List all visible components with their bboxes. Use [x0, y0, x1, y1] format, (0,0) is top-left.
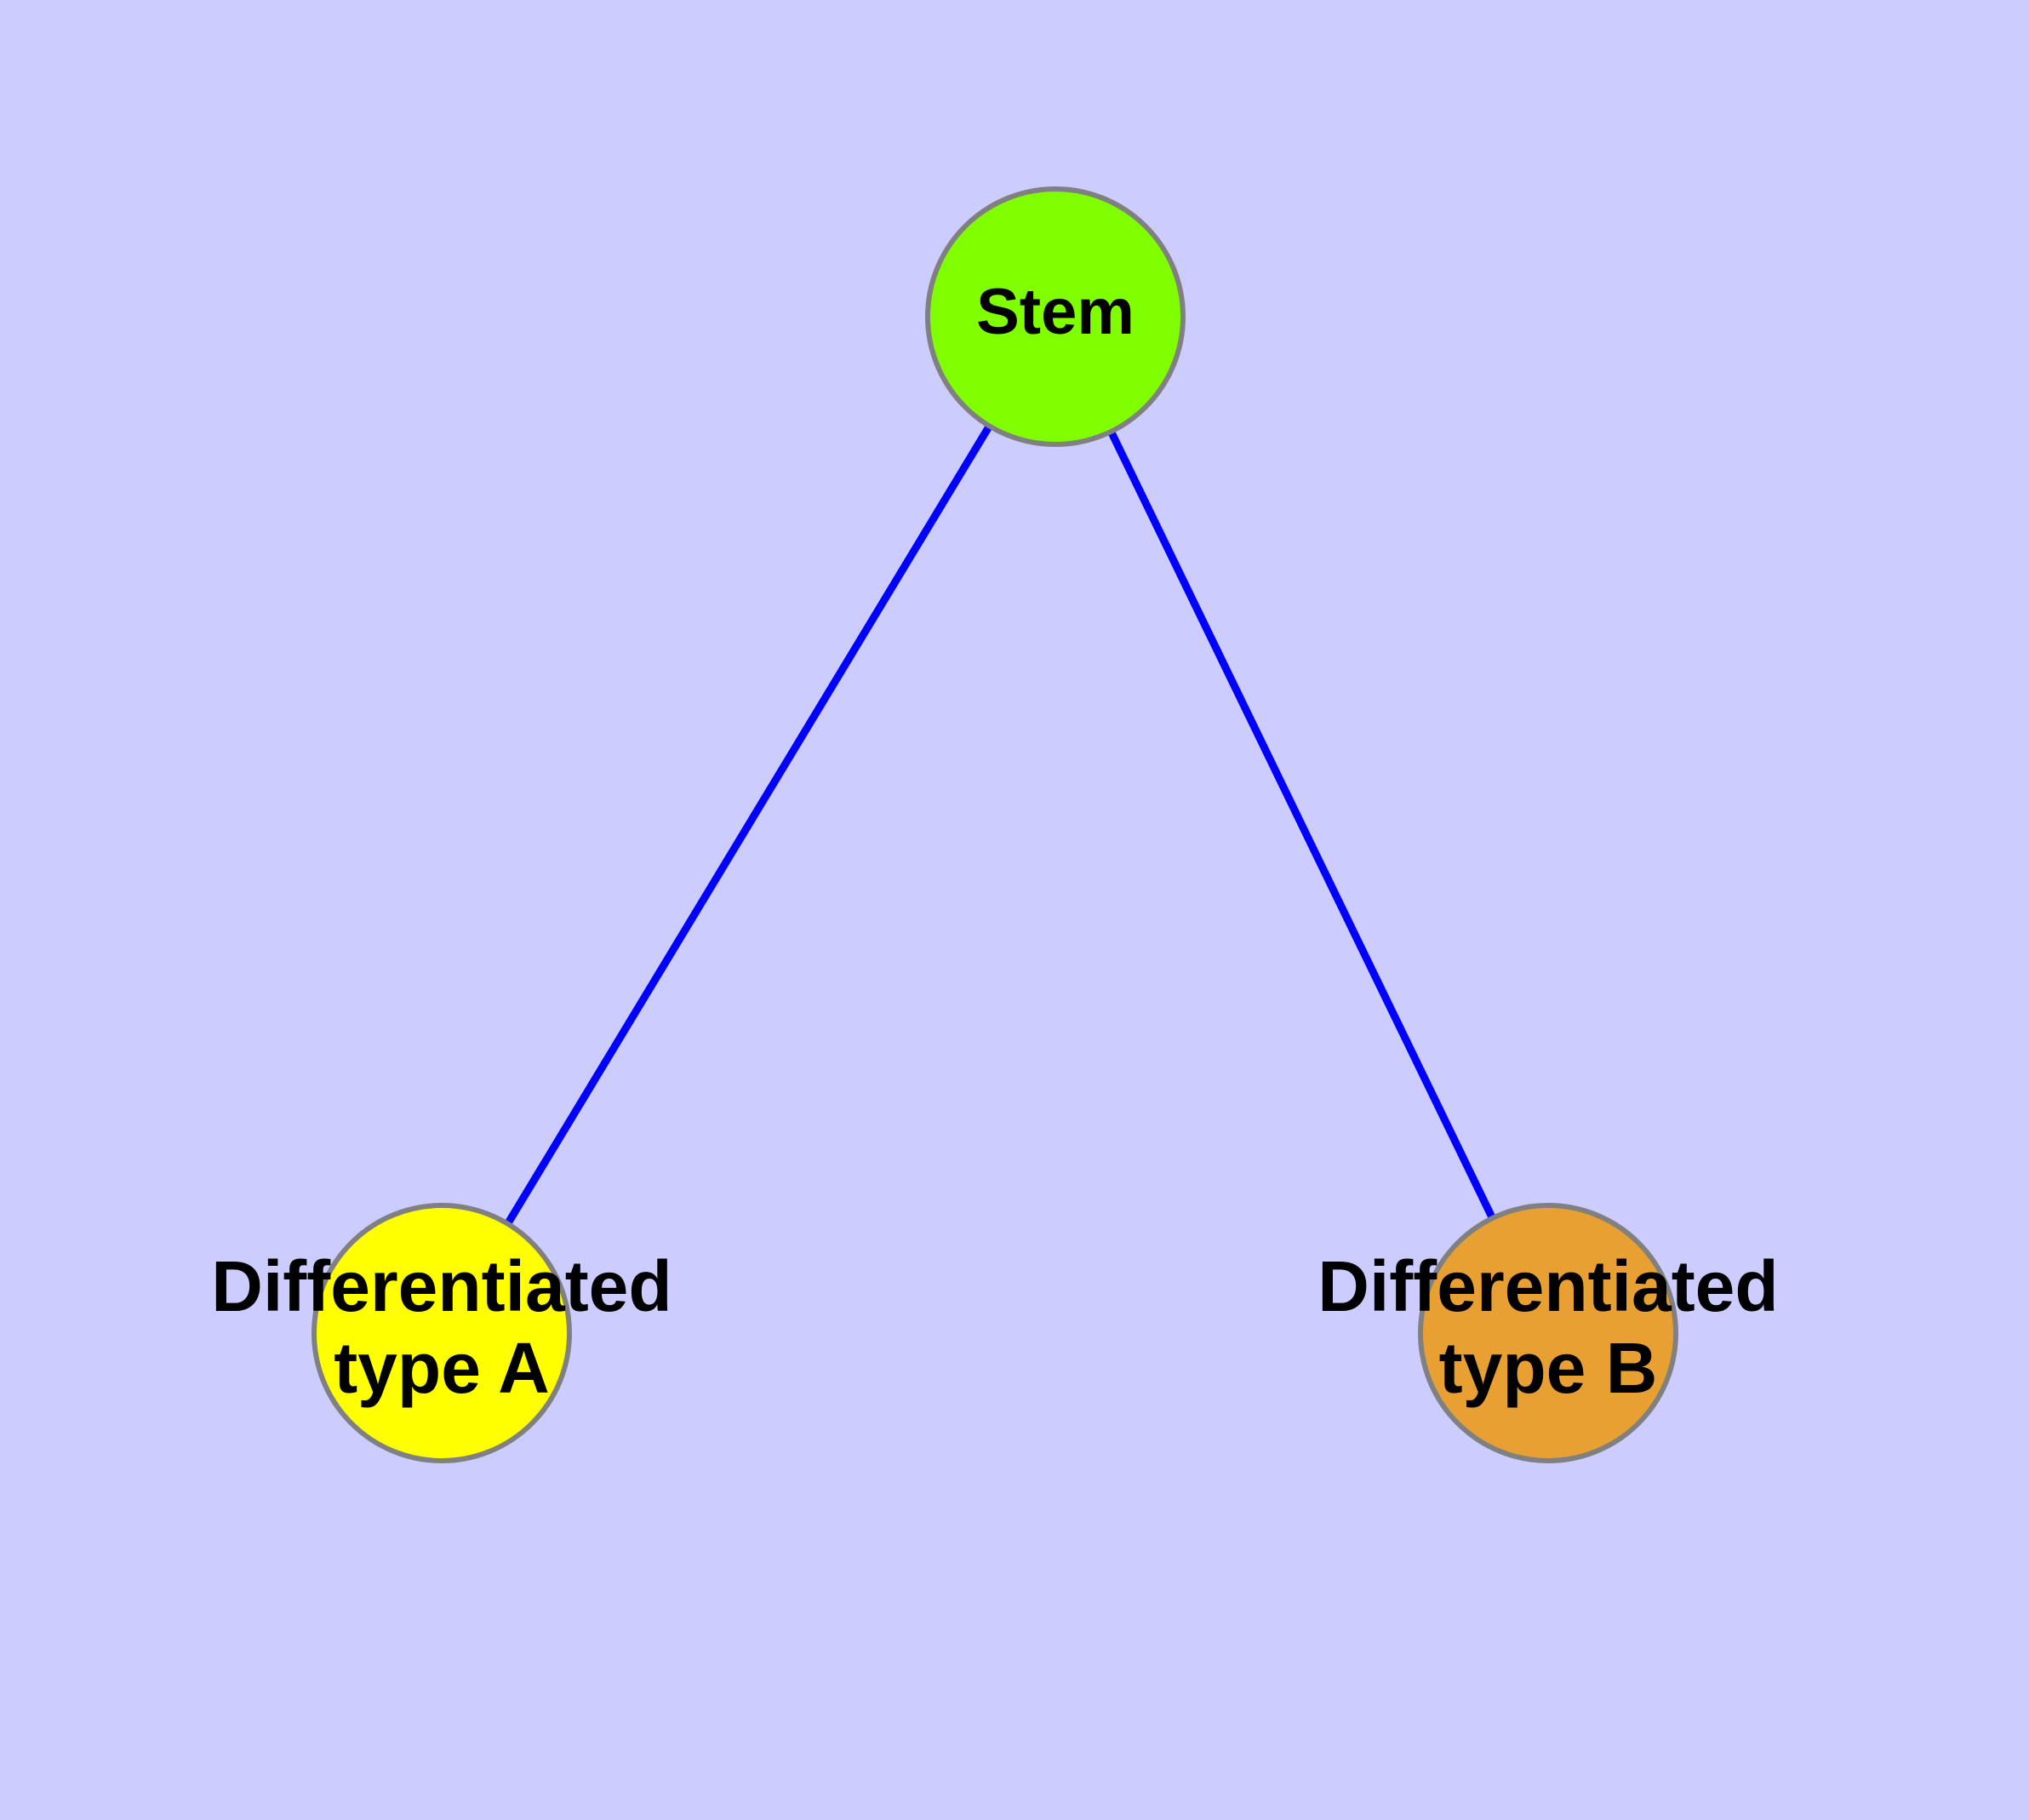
edge-stem-to-a [438, 314, 1059, 1336]
node-label-line: Differentiated [211, 1246, 672, 1326]
node-label-stem: Stem [976, 276, 1135, 348]
node-label-line: type B [1439, 1328, 1658, 1408]
node-circle-diff-type-b[interactable] [1418, 1203, 1678, 1463]
node-circle-stem[interactable] [925, 186, 1186, 447]
node-stem[interactable]: Stem [925, 186, 1186, 447]
edge-stem-to-b [1051, 315, 1552, 1335]
node-label-line: Differentiated [1317, 1246, 1778, 1326]
node-label-line: type A [334, 1328, 550, 1408]
node-circle-diff-type-a[interactable] [311, 1203, 572, 1463]
node-label-line: Stem [976, 276, 1135, 348]
edges-layer [438, 314, 1552, 1336]
